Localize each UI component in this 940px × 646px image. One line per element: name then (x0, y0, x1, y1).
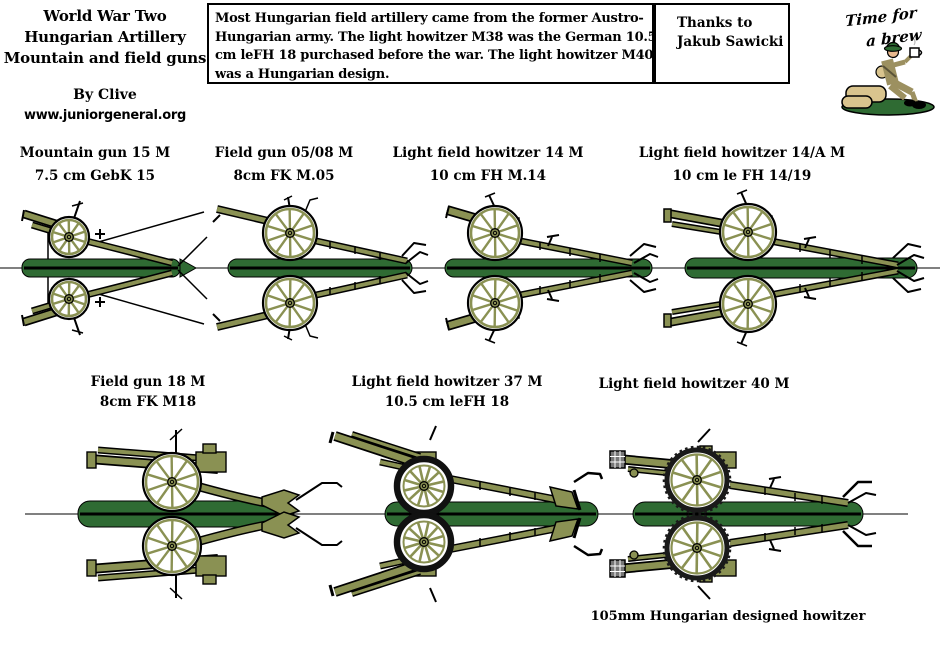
page-title: World War Two Hungarian Artillery Mounta… (0, 6, 210, 69)
credits-line-2: Jakub Sawicki (677, 34, 784, 50)
gun-name: Mountain gun 15 M (19, 145, 171, 161)
gun-name: Field gun 18 M (90, 374, 206, 390)
gun-bottom-half (609, 513, 877, 600)
gun-top-half (212, 195, 429, 265)
gun-top-half (445, 192, 659, 267)
gun-top-half (328, 511, 604, 603)
gun-top-half (609, 428, 877, 515)
gun-name: Field gun 05/08 M (214, 145, 354, 161)
description-line: cm leFH 18 purchased before the war. The… (215, 48, 654, 63)
gun-designation: 10 cm FH M.14 (429, 168, 547, 184)
gun-top-half (445, 269, 659, 344)
gun-bottom-half (445, 269, 659, 344)
gun-label-field-gun-0508m: Field gun 05/08 M 8cm FK M.05 (215, 145, 354, 184)
gun-designation: 10 cm le FH 14/19 (672, 168, 812, 184)
gun-bottom-half (212, 271, 429, 341)
gun-top-half (663, 267, 925, 347)
title-line-1: World War Two (43, 7, 167, 25)
description-line: Most Hungarian field artillery came from… (215, 11, 644, 26)
gun-designation: 10.5 cm leFH 18 (384, 394, 510, 410)
gun-top-half (21, 200, 208, 267)
title-line-2: Hungarian Artillery (24, 28, 186, 46)
gun-designation: 7.5 cm GebK 15 (34, 168, 156, 184)
gun-top-half (21, 269, 208, 336)
gun-bottom-half (663, 267, 925, 347)
gun-designation: 8cm FK M.05 (233, 168, 335, 184)
gun-label-field-gun-18m: Field gun 18 M 8cm FK M18 (91, 374, 206, 410)
gun-designation: 8cm FK M18 (99, 394, 197, 410)
gun-bottom-half (86, 511, 343, 600)
gun-label-howitzer-37m: Light field howitzer 37 M 10.5 cm leFH 1… (352, 374, 543, 410)
gun-top-half (212, 271, 429, 341)
credits-box: Thanks to Jakub Sawicki (654, 3, 790, 84)
gun-label-howitzer-14am: Light field howitzer 14/A M 10 cm le FH … (639, 145, 845, 184)
gun-name: Light field howitzer 14 M (392, 145, 584, 161)
gun-label-howitzer-14m: Light field howitzer 14 M 10 cm FH M.14 (393, 145, 584, 184)
gun-top-half (86, 511, 343, 600)
gun-label-mountain-gun-15m: Mountain gun 15 M 7.5 cm GebK 15 (20, 145, 170, 184)
gun-name: Light field howitzer 14/A M (638, 145, 846, 161)
website-url: www.juniorgeneral.org (23, 108, 187, 123)
credits-line-1: Thanks to (677, 15, 753, 31)
footnote-text: 105mm Hungarian designed howitzer (590, 609, 866, 624)
soldier-brew-icon (841, 38, 935, 116)
gun-top-half (609, 513, 877, 600)
description-box: Most Hungarian field artillery came from… (207, 3, 657, 84)
gun-bottom-half (328, 511, 604, 603)
gun-label-howitzer-40m: Light field howitzer 40 M (599, 376, 790, 396)
gun-top-half (86, 428, 343, 517)
title-line-3: Mountain and field guns (3, 49, 207, 67)
description-line: Hungarian army. The light howitzer M38 w… (215, 29, 657, 45)
gun-top-half (663, 189, 925, 269)
gun-top-half (328, 425, 604, 517)
gun-name: Light field howitzer 37 M (351, 374, 543, 390)
gun-name: Light field howitzer 40 M (598, 376, 790, 392)
description-line: was a Hungarian design. (215, 66, 390, 82)
author-byline: By Clive (73, 87, 137, 103)
gun-bottom-half (21, 269, 208, 336)
